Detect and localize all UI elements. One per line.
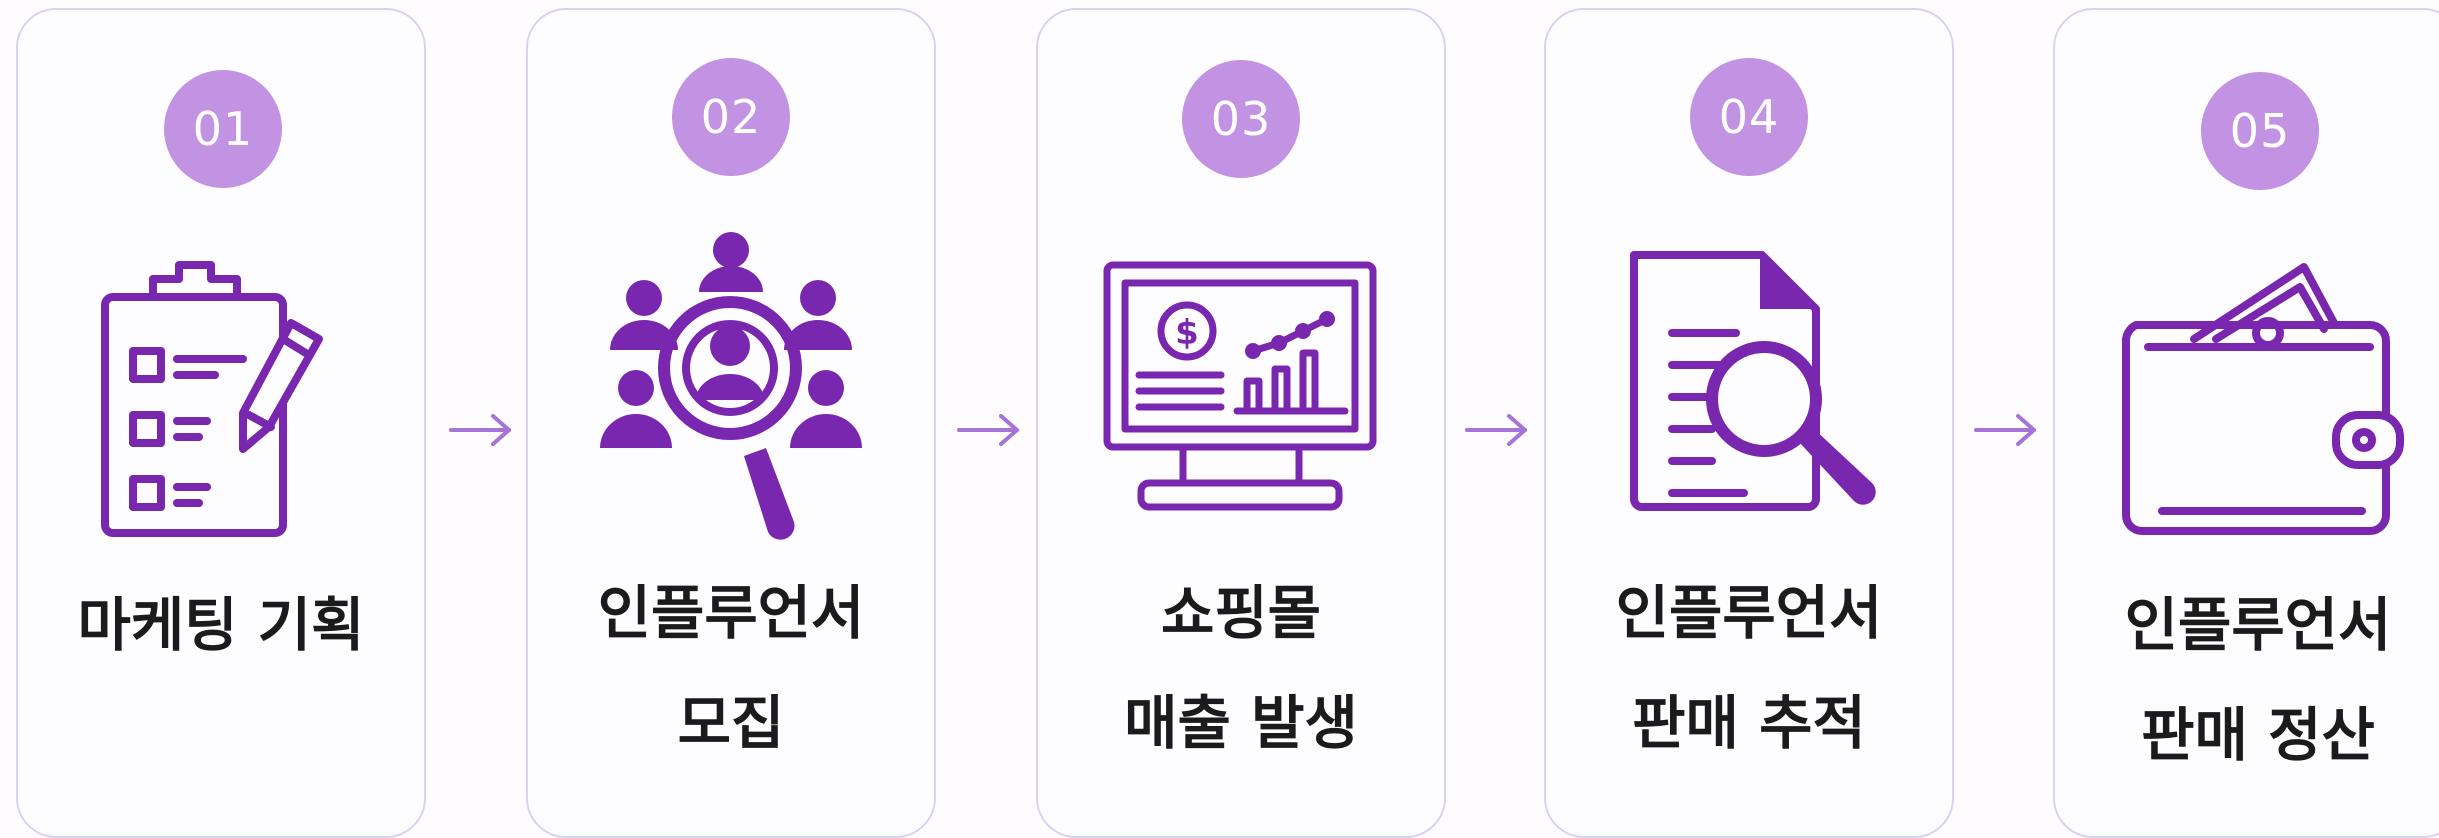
svg-text:$: $ <box>1175 313 1199 353</box>
step-label-line: 모집 <box>677 689 785 757</box>
arrow-right-icon <box>449 414 511 446</box>
step-label: 인플루언서 판매 정산 <box>2055 570 2439 790</box>
step-label: 인플루언서 모집 <box>528 558 934 778</box>
step-label-line: 인플루언서 <box>597 579 865 647</box>
step-label: 쇼핑몰 매출 발생 <box>1038 558 1444 778</box>
step-label-line: 판매 추적 <box>1632 689 1866 757</box>
arrow-right-icon <box>1465 414 1527 446</box>
step-number-badge: 05 <box>2201 72 2319 190</box>
clipboard-pencil-icon <box>91 255 351 549</box>
step-label-line: 마케팅 기획 <box>77 591 365 659</box>
step-label-line: 매출 발생 <box>1124 689 1358 757</box>
step-card-4: 04 인플루언서 판매 추적 <box>1544 8 1954 838</box>
step-label: 마케팅 기획 <box>18 570 424 680</box>
step-label-line: 판매 정산 <box>2141 701 2375 769</box>
step-number-badge: 04 <box>1690 58 1808 176</box>
monitor-dashboard-icon: $ <box>1101 255 1381 524</box>
step-card-2: 02 인플루언서 모집 <box>526 8 936 838</box>
step-number-badge: 01 <box>164 70 282 188</box>
step-number-badge: 02 <box>672 58 790 176</box>
step-card-5: 05 인플루언서 판매 정산 <box>2053 8 2439 838</box>
document-magnifier-icon <box>1614 245 1884 529</box>
people-magnifier-icon <box>596 220 866 544</box>
step-number-badge: 03 <box>1182 60 1300 178</box>
arrow-right-icon <box>1974 414 2036 446</box>
step-label-line: 인플루언서 <box>1615 579 1883 647</box>
step-label-line: 인플루언서 <box>2124 591 2392 659</box>
step-card-1: 01 마케팅 기획 <box>16 8 426 838</box>
step-label-line: 쇼핑몰 <box>1160 579 1322 647</box>
step-card-3: 03 $ <box>1036 8 1446 838</box>
step-label: 인플루언서 판매 추적 <box>1546 558 1952 778</box>
wallet-money-icon <box>2108 255 2408 549</box>
arrow-right-icon <box>957 414 1019 446</box>
